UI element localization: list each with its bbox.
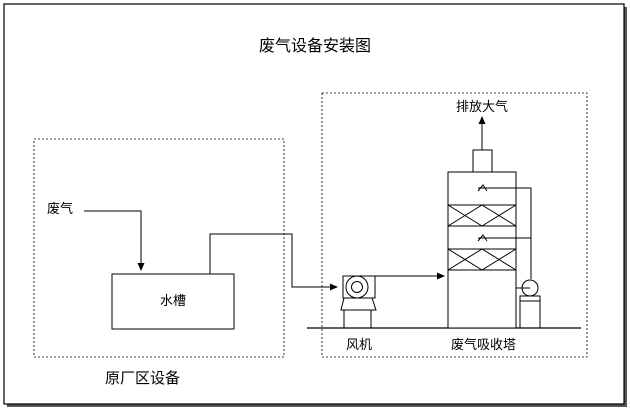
water-tank	[111, 273, 235, 330]
diagram-title: 废气设备安装图	[259, 36, 371, 55]
plant-area-label: 原厂区设备	[105, 369, 180, 387]
treatment-area-boundary	[321, 92, 588, 358]
exhaust-in-label: 废气	[47, 201, 73, 217]
exhaust-in-line	[84, 210, 145, 271]
absorber-label: 废气吸收塔	[451, 337, 516, 353]
outer-frame	[3, 3, 625, 405]
fan-unit	[340, 275, 377, 328]
plant-area-boundary	[33, 138, 285, 358]
tank-to-fan-pipe	[209, 233, 338, 291]
recirculation-pump	[516, 187, 541, 328]
water-tank-label: 水槽	[160, 294, 186, 309]
fan-label: 风机	[346, 338, 372, 353]
discharge-label: 排放大气	[456, 99, 508, 115]
absorber-tower	[447, 149, 517, 329]
